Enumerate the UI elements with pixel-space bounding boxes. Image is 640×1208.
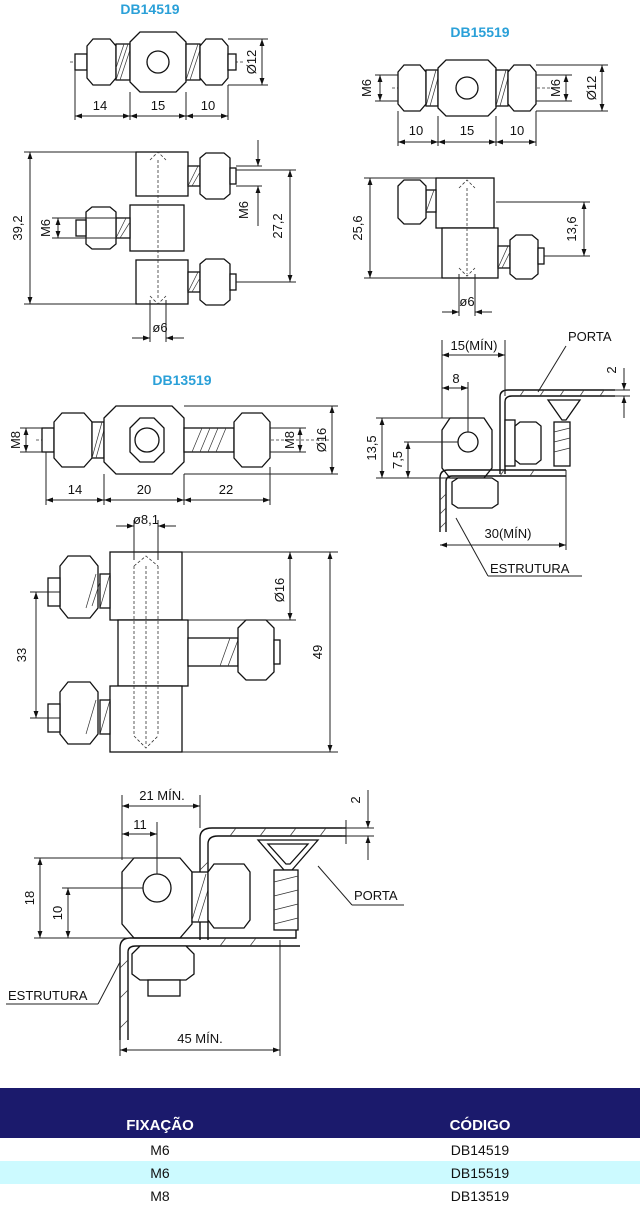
dim-d15-w-right: 10 [510, 123, 524, 138]
dim-d13-m8-right: M8 [282, 431, 297, 449]
dim-inst1-base: 30(MÍN) [485, 526, 532, 541]
installation-view-large: 2 21 MÍN. 11 18 10 PORTA ESTRUTURA [6, 788, 404, 1056]
dim-inst1-w: 8 [452, 371, 459, 386]
dim-d14-w-right: 10 [201, 98, 215, 113]
table-row: M6 DB14519 [0, 1138, 640, 1161]
dim-d13-w-right: 22 [219, 482, 233, 497]
dim-inst2-w-min: 21 MÍN. [139, 788, 185, 803]
dim-d14s-m6-left: M6 [38, 219, 53, 237]
dim-d14s-h-pitch: 27,2 [270, 213, 285, 238]
dim-d14-w-left: 14 [93, 98, 107, 113]
cell-codigo: DB14519 [450, 1141, 510, 1158]
cell-fixacao: M8 [150, 1187, 170, 1204]
specification-table: FIXAÇÃO CÓDIGO M6 DB14519 M6 DB15519 M8 … [0, 1088, 640, 1207]
dim-inst2-t: 2 [348, 796, 363, 803]
dim-d13s-dia: Ø16 [272, 578, 287, 603]
dim-d14-w-mid: 15 [151, 98, 165, 113]
dim-d15-w-mid: 15 [460, 123, 474, 138]
dim-d13s-h-total: 49 [310, 645, 325, 659]
db15519-title: DB15519 [450, 24, 509, 40]
cell-fixacao: M6 [0, 1161, 320, 1184]
dim-d14s-m6-right: M6 [236, 201, 251, 219]
dim-inst2-h-total: 18 [22, 891, 37, 905]
db13519-top-view: DB13519 M8 M8 Ø16 14 20 22 [8, 372, 338, 505]
dim-inst2-h: 10 [50, 906, 65, 920]
db14519-title: DB14519 [120, 1, 179, 17]
table-row: M8 DB13519 [0, 1184, 640, 1207]
dim-d13s-h-pitch: 33 [14, 648, 29, 662]
dim-inst1-t: 2 [604, 366, 619, 373]
installation-view-small: PORTA 2 15(MÍN) 8 13,5 7,5 30(M [364, 329, 630, 577]
header-fixacao: FIXAÇÃO [0, 1088, 320, 1138]
db15519-side-view: 25,6 13,6 ø6 [350, 177, 590, 316]
dim-d13-m8-left: M8 [8, 431, 23, 449]
dim-inst2-base: 45 MÍN. [177, 1031, 223, 1046]
label-porta-1: PORTA [568, 329, 612, 344]
dim-inst1-w-min: 15(MÍN) [451, 338, 498, 353]
db13519-side-view: ø8,1 Ø16 49 33 [14, 512, 338, 753]
dim-d15-dia: Ø12 [584, 76, 599, 101]
db15519-top-view: DB15519 M6 M6 Ø12 10 15 10 [359, 24, 608, 146]
db14519-side-view: 39,2 M6 27,2 M6 ø6 [10, 140, 296, 342]
dim-inst1-h-total: 13,5 [364, 435, 379, 460]
table-header-row: FIXAÇÃO CÓDIGO [0, 1088, 640, 1138]
dim-inst1-h: 7,5 [390, 451, 405, 469]
dim-inst2-w: 11 [133, 817, 147, 832]
cell-fixacao: M6 [150, 1141, 170, 1158]
dim-d13-dia: Ø16 [314, 428, 329, 453]
dim-d15-m6-left: M6 [359, 79, 374, 97]
db14519-top-view: DB14519 14 15 10 Ø12 [70, 1, 268, 120]
technical-drawing: DB14519 14 15 10 Ø12 DB15519 [6, 1, 630, 1056]
dim-d14-dia: Ø12 [244, 50, 259, 75]
dim-d15s-h-total: 25,6 [350, 215, 365, 240]
label-estrutura-1: ESTRUTURA [490, 561, 570, 576]
dim-d15-m6-right: M6 [548, 79, 563, 97]
label-estrutura-2: ESTRUTURA [8, 988, 88, 1003]
dim-d14s-pin: ø6 [152, 320, 167, 335]
dim-d13-w-left: 14 [68, 482, 82, 497]
dim-d15s-pin: ø6 [459, 294, 474, 309]
dim-d14s-h-total: 39,2 [10, 215, 25, 240]
dim-d13s-pin: ø8,1 [133, 512, 159, 527]
label-porta-2: PORTA [354, 888, 398, 903]
header-codigo: CÓDIGO [320, 1088, 640, 1138]
dim-d15s-h-pitch: 13,6 [564, 216, 579, 241]
db13519-title: DB13519 [152, 372, 211, 388]
dim-d15-w-left: 10 [409, 123, 423, 138]
cell-codigo: DB13519 [450, 1187, 510, 1204]
dim-d13-w-mid: 20 [137, 482, 151, 497]
cell-codigo: DB15519 [320, 1161, 640, 1184]
table-row: M6 DB15519 [0, 1161, 640, 1184]
